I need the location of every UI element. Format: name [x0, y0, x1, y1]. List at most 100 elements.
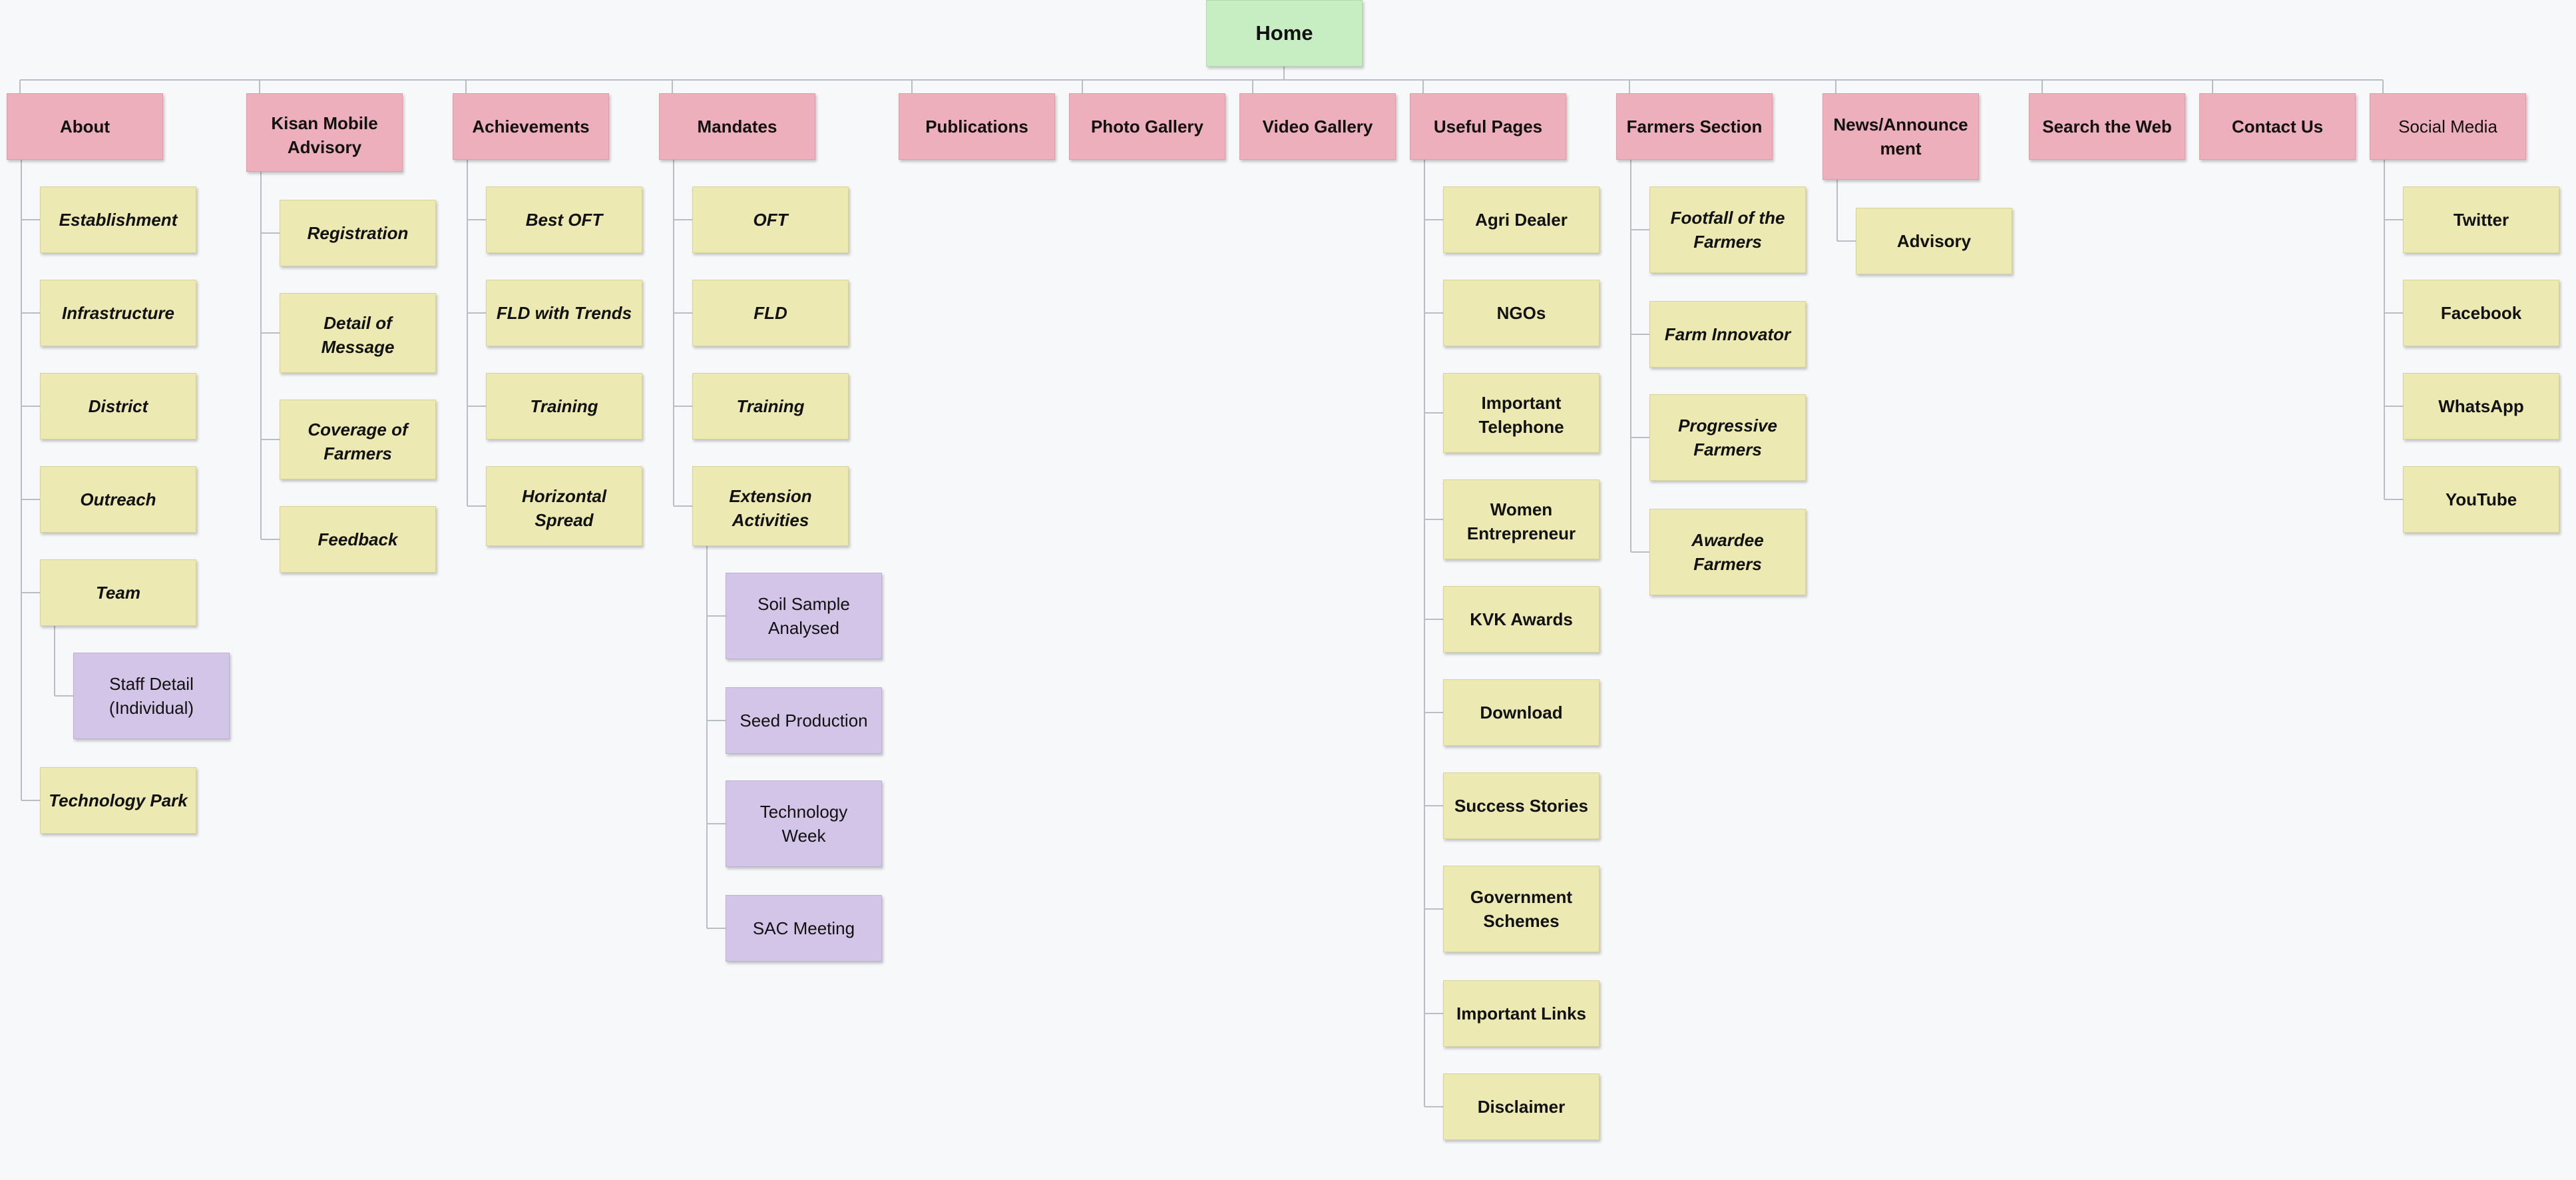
node-facebook[interactable]: Facebook [2403, 280, 2559, 346]
node-download-label: Download [1480, 703, 1563, 723]
node-district[interactable]: District [40, 373, 196, 440]
node-twitter[interactable]: Twitter [2403, 186, 2559, 253]
node-sac-meeting[interactable]: SAC Meeting [726, 895, 882, 962]
node-staff-detail-label: Staff Detail (Individual) [108, 674, 194, 718]
node-advisory[interactable]: Advisory [1856, 208, 2012, 274]
node-extension-activities[interactable]: Extension Activities [692, 466, 849, 546]
node-news-announcement-label: News/Announcement [1833, 115, 1968, 158]
node-contact-us-label: Contact Us [2231, 117, 2324, 137]
node-youtube-label: YouTube [2445, 489, 2517, 509]
node-technology-park-label: Technology Park [49, 790, 188, 810]
node-facebook-label: Facebook [2440, 303, 2522, 323]
node-kvk-awards[interactable]: KVK Awards [1443, 586, 1600, 653]
node-soil-sample-analysed-label: Soil Sample Analysed [757, 594, 850, 638]
node-technology-week[interactable]: Technology Week [726, 780, 882, 867]
node-download[interactable]: Download [1443, 679, 1600, 746]
node-youtube[interactable]: YouTube [2403, 466, 2559, 533]
node-ngos-label: NGOs [1496, 303, 1546, 323]
node-outreach-label: Outreach [80, 489, 156, 509]
node-mandates-training-label: Training [736, 396, 805, 416]
node-about[interactable]: About [7, 93, 163, 160]
node-district-label: District [88, 396, 148, 416]
node-outreach[interactable]: Outreach [40, 466, 196, 533]
node-publications[interactable]: Publications [899, 93, 1055, 160]
node-achievements[interactable]: Achievements [453, 93, 609, 160]
node-home[interactable]: Home [1206, 0, 1363, 67]
node-government-schemes[interactable]: Government Schemes [1443, 866, 1600, 952]
node-mandates-training[interactable]: Training [692, 373, 849, 440]
node-search-the-web[interactable]: Search the Web [2029, 93, 2185, 160]
node-search-the-web-label: Search the Web [2042, 117, 2172, 137]
node-disclaimer-label: Disclaimer [1477, 1097, 1566, 1117]
node-oft[interactable]: OFT [692, 186, 849, 253]
node-ngos[interactable]: NGOs [1443, 280, 1600, 346]
node-twitter-label: Twitter [2453, 210, 2509, 230]
node-whatsapp[interactable]: WhatsApp [2403, 373, 2559, 440]
node-kvk-awards-label: KVK Awards [1470, 609, 1573, 629]
node-footfall-of-the-farmers-label: Footfall of the Farmers [1670, 208, 1785, 252]
node-horizontal-spread[interactable]: Horizontal Spread [486, 466, 642, 546]
node-establishment[interactable]: Establishment [40, 186, 196, 253]
node-technology-park[interactable]: Technology Park [40, 767, 196, 834]
node-technology-week-label: Technology Week [759, 802, 848, 846]
node-photo-gallery[interactable]: Photo Gallery [1069, 93, 1225, 160]
node-fld[interactable]: FLD [692, 280, 849, 346]
node-important-links[interactable]: Important Links [1443, 980, 1600, 1047]
node-sac-meeting-label: SAC Meeting [752, 918, 855, 938]
node-government-schemes-label: Government Schemes [1470, 887, 1573, 931]
node-news-announcement[interactable]: News/Announcement [1823, 93, 1979, 180]
node-agri-dealer-label: Agri Dealer [1475, 210, 1568, 230]
node-progressive-farmers-label: Progressive Farmers [1678, 416, 1777, 459]
node-detail-of-message-label: Detail of Message [321, 313, 395, 357]
node-advisory-label: Advisory [1896, 231, 1972, 251]
node-infrastructure-label: Infrastructure [61, 303, 175, 323]
node-progressive-farmers[interactable]: Progressive Farmers [1649, 394, 1806, 481]
node-success-stories-label: Success Stories [1454, 796, 1588, 816]
node-whatsapp-label: WhatsApp [2438, 396, 2524, 416]
node-coverage-of-farmers-label: Coverage of Farmers [308, 420, 408, 463]
node-seed-production[interactable]: Seed Production [726, 687, 882, 754]
node-kisan-mobile-advisory[interactable]: Kisan Mobile Advisory [246, 93, 403, 172]
node-coverage-of-farmers[interactable]: Coverage of Farmers [280, 400, 436, 479]
node-fld-with-trends[interactable]: FLD with Trends [486, 280, 642, 346]
node-mandates[interactable]: Mandates [659, 93, 815, 160]
node-soil-sample-analysed[interactable]: Soil Sample Analysed [726, 573, 882, 659]
node-staff-detail[interactable]: Staff Detail (Individual) [73, 653, 230, 739]
node-establishment-label: Establishment [59, 210, 178, 230]
node-seed-production-label: Seed Production [740, 711, 868, 731]
node-video-gallery[interactable]: Video Gallery [1239, 93, 1396, 160]
node-important-telephone[interactable]: Important Telephone [1443, 373, 1600, 453]
node-registration[interactable]: Registration [280, 200, 436, 266]
node-women-entrepreneur-label: Women Entrepreneur [1466, 499, 1576, 543]
node-feedback[interactable]: Feedback [280, 506, 436, 573]
node-detail-of-message[interactable]: Detail of Message [280, 293, 436, 373]
node-footfall-of-the-farmers[interactable]: Footfall of the Farmers [1649, 186, 1806, 273]
node-achievements-training-label: Training [530, 396, 598, 416]
node-best-oft[interactable]: Best OFT [486, 186, 642, 253]
node-contact-us[interactable]: Contact Us [2199, 93, 2356, 160]
node-disclaimer[interactable]: Disclaimer [1443, 1073, 1600, 1140]
node-infrastructure[interactable]: Infrastructure [40, 280, 196, 346]
node-social-media[interactable]: Social Media [2370, 93, 2526, 160]
node-success-stories[interactable]: Success Stories [1443, 772, 1600, 839]
node-farmers-section[interactable]: Farmers Section [1616, 93, 1773, 160]
node-women-entrepreneur[interactable]: Women Entrepreneur [1443, 479, 1600, 559]
node-useful-pages[interactable]: Useful Pages [1410, 93, 1566, 160]
node-achievements-training[interactable]: Training [486, 373, 642, 440]
node-agri-dealer[interactable]: Agri Dealer [1443, 186, 1600, 253]
node-team[interactable]: Team [40, 559, 196, 626]
node-awardee-farmers-label: Awardee Farmers [1691, 530, 1764, 574]
node-awardee-farmers[interactable]: Awardee Farmers [1649, 509, 1806, 595]
node-photo-gallery-label: Photo Gallery [1090, 117, 1204, 137]
node-useful-pages-label: Useful Pages [1433, 117, 1543, 137]
node-fld-label: FLD [753, 303, 787, 323]
node-about-label: About [59, 117, 110, 137]
node-farmers-section-label: Farmers Section [1626, 117, 1763, 137]
node-farm-innovator[interactable]: Farm Innovator [1649, 301, 1806, 368]
node-video-gallery-label: Video Gallery [1262, 117, 1373, 137]
node-kisan-mobile-advisory-label: Kisan Mobile Advisory [271, 113, 378, 157]
node-team-label: Team [96, 583, 140, 603]
node-oft-label: OFT [753, 210, 788, 230]
node-home-label: Home [1255, 21, 1313, 45]
